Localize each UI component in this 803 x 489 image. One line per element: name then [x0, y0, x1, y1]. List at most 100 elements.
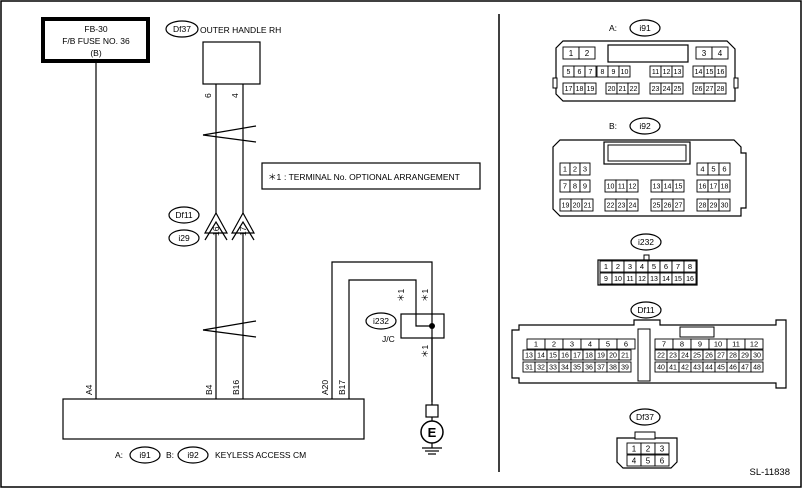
pin-number: 11	[618, 184, 625, 191]
pin-number: 9	[583, 182, 587, 191]
pin-number: 7	[563, 182, 567, 191]
cm-label-a-ref: i91	[139, 450, 151, 460]
pin-number: 43	[693, 365, 701, 372]
pin-number: 1	[563, 165, 567, 174]
pin-number: 44	[705, 365, 713, 372]
pin-number: 9	[604, 276, 608, 283]
pin-number: 4	[588, 340, 592, 349]
pin-number: 23	[669, 353, 677, 360]
pin-number: 7	[662, 340, 666, 349]
pin-cell	[584, 65, 597, 78]
pin-cell	[683, 260, 697, 273]
handle-pin-6: 6	[203, 93, 213, 98]
pin-number: 12	[750, 340, 758, 349]
pin-number: 3	[702, 49, 707, 58]
i92-ref: i92	[639, 121, 651, 131]
pin-number: 20	[609, 353, 617, 360]
pin-cell	[750, 361, 764, 373]
pin-number: 13	[650, 276, 658, 283]
outer-handle: Df37 OUTER HANDLE RH 6 4	[165, 20, 281, 98]
cm-label-b-ref: i92	[187, 450, 199, 460]
df11-ref: Df11	[175, 210, 193, 220]
pin-number: 12	[629, 184, 637, 191]
pin-cell	[584, 82, 597, 95]
pin-number: 21	[619, 86, 627, 93]
cm-pin-b4: B4	[204, 384, 214, 395]
pin-number: 35	[573, 365, 581, 372]
i232-ref: i232	[638, 237, 654, 247]
pin-number: 21	[621, 353, 629, 360]
pin-number: 32	[537, 365, 545, 372]
pin-number: 10	[621, 69, 629, 76]
pin-number: 14	[537, 353, 545, 360]
pin-number: 15	[675, 184, 683, 191]
pin-number: 21	[584, 203, 592, 210]
pin-number: 28	[699, 203, 707, 210]
pin-number: 2	[552, 340, 556, 349]
pin-number: 20	[608, 86, 616, 93]
outer-handle-box	[202, 41, 261, 85]
pin-number: 2	[585, 49, 590, 58]
pin-number: 6	[660, 456, 665, 465]
pin-cell	[711, 46, 729, 60]
pin-number: 7	[676, 262, 680, 271]
pin-number: 20	[573, 203, 581, 210]
pin-number: 8	[601, 69, 605, 76]
pin-number: 3	[660, 444, 665, 453]
pin-number: 15	[706, 69, 714, 76]
pin-cell	[581, 198, 594, 212]
pin-cell	[672, 198, 685, 212]
pin-number: 2	[646, 444, 651, 453]
pin-number: 4	[632, 456, 637, 465]
cm-pin-b17: B17	[337, 380, 347, 395]
df11-i29-connector: Df11 i29 16 17	[168, 206, 256, 247]
pin-number: 16	[561, 353, 569, 360]
pin-number: 15	[549, 353, 557, 360]
harness-break-mark	[202, 320, 257, 338]
pin-number: 14	[662, 276, 670, 283]
pin-number: 12	[638, 276, 646, 283]
pin-number: 33	[549, 365, 557, 372]
jc-label: J/C	[382, 334, 395, 344]
pin-number: 6	[664, 262, 668, 271]
pin-number: 16	[686, 276, 694, 283]
pin-cell	[578, 46, 596, 60]
fuse-line1: FB-30	[84, 24, 107, 34]
pin-number: 26	[695, 86, 703, 93]
pin-cell	[579, 179, 591, 193]
i29-ref: i29	[178, 233, 190, 243]
outer-handle-ref: Df37	[173, 24, 191, 34]
pin-number: 5	[652, 262, 656, 271]
cm-pin-a20: A20	[320, 380, 330, 395]
pin-cell	[618, 65, 631, 78]
pin-cell	[683, 272, 697, 285]
pin-number: 10	[614, 276, 622, 283]
pin-number: 28	[717, 86, 725, 93]
pin-cell	[626, 198, 639, 212]
cm-name: KEYLESS ACCESS CM	[215, 450, 306, 460]
pin-16-label: 16	[211, 226, 221, 236]
pin-cell	[671, 82, 684, 95]
pin-number: 5	[606, 340, 610, 349]
pin-number: 46	[729, 365, 737, 372]
jc-star-left: ＊1	[396, 288, 406, 302]
pin-number: 6	[722, 165, 726, 174]
pin-cell	[714, 65, 727, 78]
pin-number: 11	[626, 276, 633, 283]
pin-number: 24	[629, 203, 637, 210]
keyless-access-cm: A4 B4 B16 A20 B17	[62, 380, 365, 440]
pin-number: 12	[663, 69, 671, 76]
pin-number: 10	[714, 340, 722, 349]
pin-number: 30	[721, 203, 729, 210]
pin-cell	[579, 162, 591, 176]
pin-number: 10	[607, 184, 615, 191]
pin-number: 42	[681, 365, 689, 372]
pin-number: 7	[589, 69, 593, 76]
pin-number: 2	[573, 165, 577, 174]
